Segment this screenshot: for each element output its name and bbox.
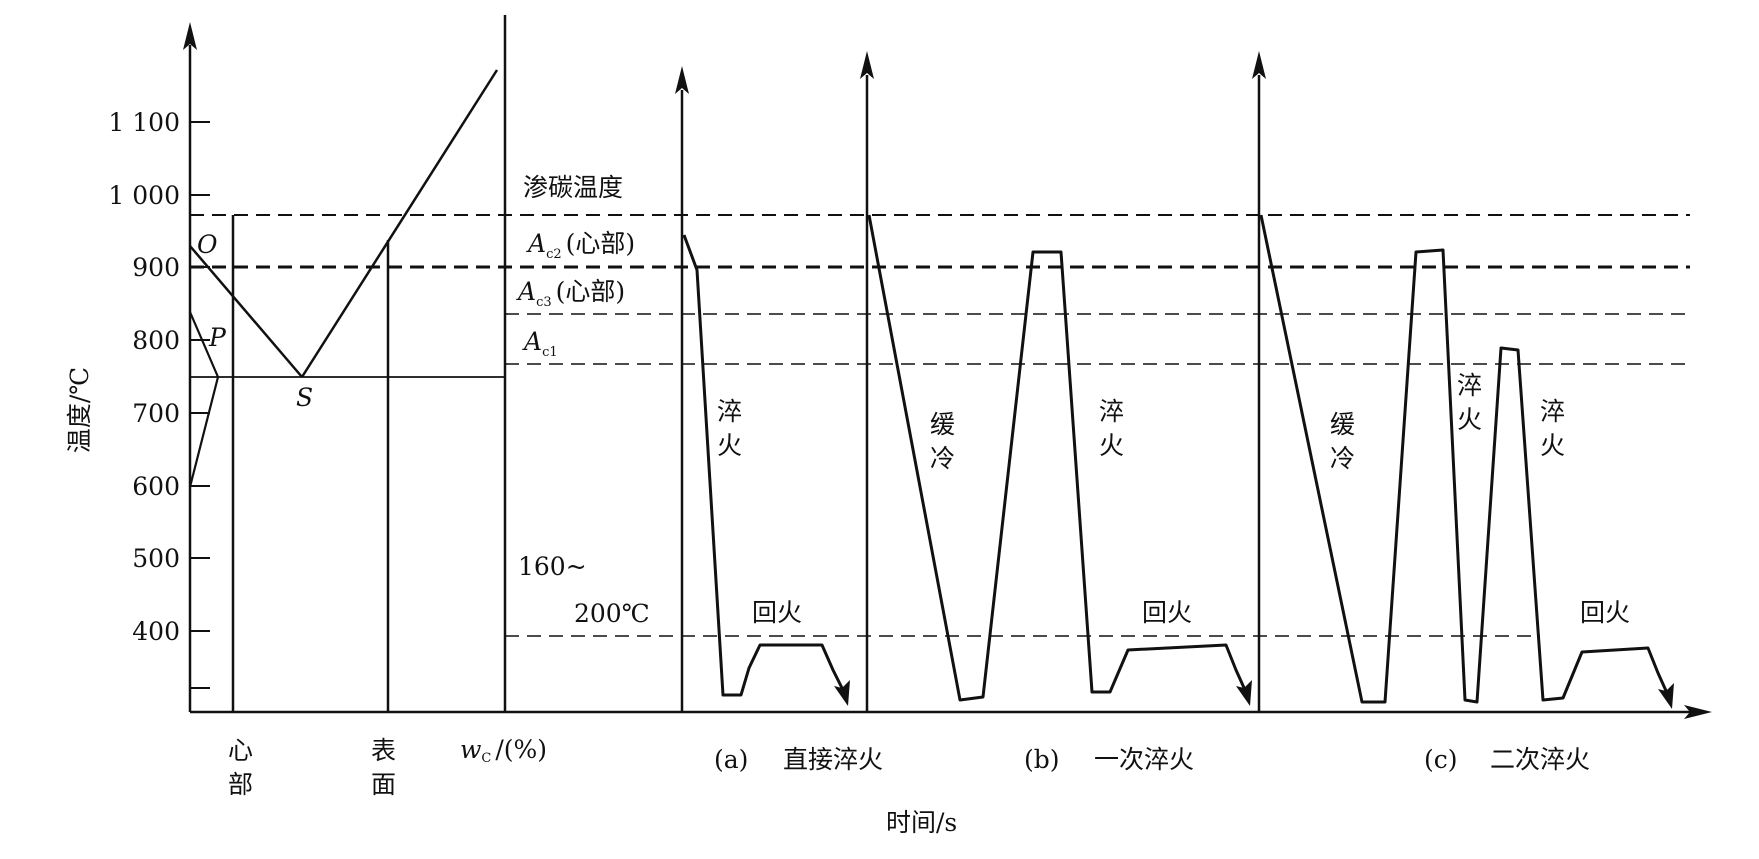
panel-a-caption: 直接淬火 — [783, 745, 883, 774]
panel-c-quench2-1: 淬 — [1540, 397, 1565, 426]
panel-c-axis-arrow — [1252, 51, 1266, 79]
point-o: O — [197, 230, 218, 259]
main-axes — [183, 22, 1712, 719]
core-label-1: 心 — [228, 736, 253, 765]
panel-a-curve — [682, 234, 850, 706]
panel-a-axis-arrow — [675, 66, 689, 94]
gs-line — [189, 245, 303, 378]
x-axis-label-composition: wC/(%) — [460, 735, 547, 766]
panel-c-caption-id: (c) — [1424, 745, 1458, 774]
panel-a-quench-2: 火 — [717, 431, 742, 460]
ac1-label: Ac1 — [522, 327, 558, 360]
panel-c-end-arrow — [1658, 683, 1674, 709]
x-axis-label-time: 时间/s — [886, 808, 957, 837]
panel-b-end-arrow — [1236, 680, 1252, 706]
panel-a-end-arrow — [834, 680, 850, 706]
panel-b-curve — [867, 214, 1252, 706]
panel-b-axis-arrow — [860, 51, 874, 79]
point-s: S — [296, 383, 313, 412]
y-tick-700: 700 — [132, 399, 180, 428]
surface-label-1: 表 — [371, 736, 396, 765]
y-tick-900: 900 — [132, 253, 180, 282]
tempering-range-label-1: 160~ — [518, 552, 587, 581]
ac2-label: Ac2(心部) — [526, 229, 635, 262]
point-p: P — [208, 323, 227, 352]
y-tick-1000: 1 000 — [108, 181, 180, 210]
y-tick-800: 800 — [132, 326, 180, 355]
panel-b-temper: 回火 — [1142, 598, 1192, 627]
x-axis-arrow — [1684, 705, 1712, 719]
panel-c-curve — [1259, 214, 1674, 709]
y-tick-400: 400 — [132, 617, 180, 646]
y-axis-label: 温度/℃ — [65, 367, 94, 453]
panel-b-slowcool-1: 缓 — [930, 410, 955, 439]
panel-b-caption-id: (b) — [1024, 745, 1060, 774]
pq-line — [188, 376, 220, 488]
reference-lines — [190, 214, 1690, 637]
panel-c-slowcool-2: 冷 — [1330, 444, 1355, 473]
gp-line — [188, 311, 220, 378]
panel-c-quench1-2: 火 — [1457, 405, 1482, 434]
panel-a-temper: 回火 — [752, 598, 802, 627]
panel-c-slowcool-1: 缓 — [1330, 410, 1355, 439]
panel-b-caption: 一次淬火 — [1094, 745, 1194, 774]
phase-diagram — [188, 15, 507, 712]
surface-label-2: 面 — [371, 770, 396, 799]
y-axis-arrow — [183, 22, 197, 50]
panel-c-caption: 二次淬火 — [1490, 745, 1590, 774]
se-line — [300, 69, 499, 378]
panel-a-caption-id: (a) — [714, 745, 748, 774]
y-tick-500: 500 — [132, 544, 180, 573]
panel-c-temper: 回火 — [1580, 598, 1630, 627]
panel-c-quench2-2: 火 — [1540, 431, 1565, 460]
tempering-range-label-2: 200℃ — [574, 599, 650, 628]
core-label-2: 部 — [228, 770, 253, 799]
ac3-label: Ac3(心部) — [516, 277, 625, 310]
panel-c-quench1-1: 淬 — [1457, 371, 1482, 400]
panel-axes — [675, 51, 1266, 712]
panel-b-quench-1: 淬 — [1099, 397, 1124, 426]
carburizing-temp-label: 渗碳温度 — [523, 173, 623, 202]
y-ticks — [190, 121, 210, 689]
y-tick-1100: 1 100 — [108, 108, 180, 137]
panel-b-slowcool-2: 冷 — [930, 444, 955, 473]
y-tick-labels: 1 100 1 000 900 800 700 600 500 400 — [108, 108, 180, 646]
panel-a-quench-1: 淬 — [717, 397, 742, 426]
panel-b-quench-2: 火 — [1099, 431, 1124, 460]
y-tick-600: 600 — [132, 472, 180, 501]
